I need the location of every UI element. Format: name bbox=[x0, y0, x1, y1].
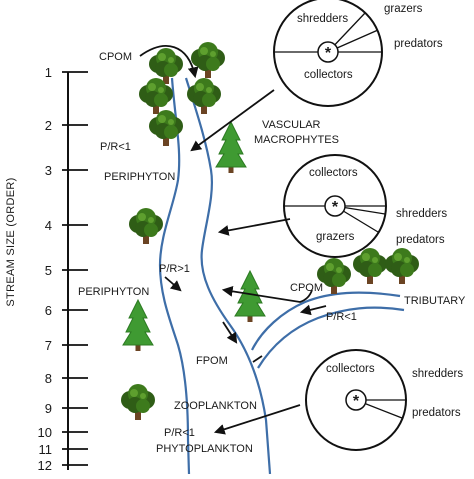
axis-tick-label: 8 bbox=[45, 371, 52, 386]
arrow-wheel3 bbox=[213, 404, 301, 435]
wheel-label-shredders: shredders bbox=[396, 208, 447, 220]
label-macrophytes: MACROPHYTES bbox=[254, 134, 339, 146]
label-fpom: FPOM bbox=[196, 355, 228, 367]
label-periphyton: PERIPHYTON bbox=[78, 286, 149, 298]
axis-title: STREAM SIZE (ORDER) bbox=[5, 177, 17, 306]
arrow-pr-gt1 bbox=[164, 276, 182, 292]
feeding-wheel-lower: * collectors shredders predators bbox=[305, 349, 463, 451]
asterisk-icon: * bbox=[325, 45, 332, 62]
label-cpom: CPOM bbox=[290, 282, 323, 294]
axis-tick-label: 12 bbox=[38, 458, 52, 473]
arrow-wheel2 bbox=[217, 218, 291, 236]
wheel-label-predators: predators bbox=[394, 38, 443, 50]
river-right-bank bbox=[184, 77, 272, 475]
wheel-label-shredders: shredders bbox=[412, 368, 463, 380]
label-zooplankton: ZOOPLANKTON bbox=[174, 400, 257, 412]
arrow-cpom-top bbox=[139, 45, 199, 79]
arrow-fpom bbox=[222, 321, 238, 344]
axis-tick-label: 1 bbox=[45, 65, 52, 80]
axis-tick-label: 10 bbox=[38, 425, 52, 440]
arrow-trib-pr bbox=[299, 304, 327, 316]
conifer-icon bbox=[122, 299, 154, 352]
wheel-label-predators: predators bbox=[396, 234, 445, 246]
tree-icon bbox=[129, 208, 163, 244]
feeding-wheel-upper: * shredders grazers predators collectors bbox=[273, 0, 443, 107]
tree-icon bbox=[353, 248, 387, 284]
axis-tick-label: 6 bbox=[45, 303, 52, 318]
tree-icon bbox=[191, 42, 225, 78]
label-cpom: CPOM bbox=[99, 51, 132, 63]
feeding-wheel-middle: * collectors shredders grazers predators bbox=[283, 154, 447, 258]
arrow-trib-cpom bbox=[221, 286, 313, 303]
arrow-fpom-tail bbox=[252, 355, 263, 363]
label-vascular: VASCULAR bbox=[262, 119, 321, 131]
label-pr-ratio: P/R<1 bbox=[326, 311, 357, 323]
arrows bbox=[139, 45, 327, 435]
asterisk-icon: * bbox=[332, 199, 339, 216]
axis-tick-label: 5 bbox=[45, 263, 52, 278]
river-left-bank bbox=[158, 77, 191, 475]
axis-tick-label: 9 bbox=[45, 401, 52, 416]
tree-icon bbox=[121, 384, 155, 420]
river-channel bbox=[158, 77, 405, 475]
axis-tick-label: 2 bbox=[45, 118, 52, 133]
axis-tick-label: 11 bbox=[39, 442, 53, 457]
wheel-label-collectors: collectors bbox=[309, 167, 358, 179]
axis-tick-label: 4 bbox=[45, 218, 52, 233]
axis-tick-label: 3 bbox=[45, 163, 52, 178]
wheel-label-grazers: grazers bbox=[316, 231, 355, 243]
label-periphyton: PERIPHYTON bbox=[104, 171, 175, 183]
tree-icon bbox=[187, 78, 221, 114]
labels: CPOM P/R<1 PERIPHYTON VASCULAR MACROPHYT… bbox=[78, 51, 466, 455]
wheel-label-grazers: grazers bbox=[384, 3, 423, 15]
wheel-label-collectors: collectors bbox=[326, 363, 375, 375]
axis-tick-label: 7 bbox=[45, 338, 52, 353]
label-pr-ratio: P/R<1 bbox=[164, 427, 195, 439]
arrow-wheel1 bbox=[190, 89, 275, 152]
tributary-upper-bank bbox=[251, 291, 401, 351]
wheel-label-predators: predators bbox=[412, 407, 461, 419]
wheel-label-collectors: collectors bbox=[304, 69, 353, 81]
tree-icon bbox=[385, 248, 419, 284]
asterisk-icon: * bbox=[353, 393, 360, 410]
wheel-label-shredders: shredders bbox=[297, 13, 348, 25]
label-tributary: TRIBUTARY bbox=[404, 295, 466, 307]
label-pr-ratio: P/R>1 bbox=[159, 263, 190, 275]
tributary-lower-bank bbox=[257, 306, 405, 369]
label-pr-ratio: P/R<1 bbox=[100, 141, 131, 153]
label-phytoplankton: PHYTOPLANKTON bbox=[156, 443, 253, 455]
